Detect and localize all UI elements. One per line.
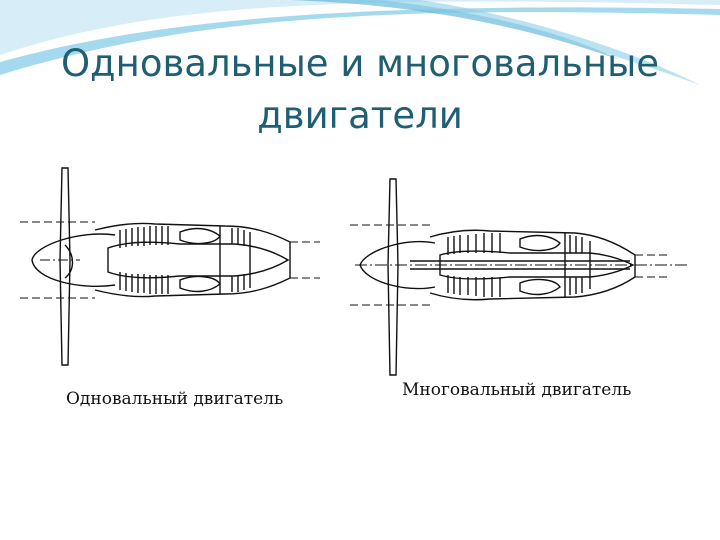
slide-title: Одновальные и многовальные двигатели [0,38,720,142]
slide-title-line2: двигатели [257,94,463,137]
multi-shaft-engine-diagram [350,178,690,376]
slide-title-line1: Одновальные и многовальные [60,42,660,85]
single-shaft-caption: Одновальный двигатель [66,389,284,409]
header-wave-decoration [0,0,720,85]
single-shaft-engine-diagram [20,167,320,366]
multi-shaft-caption: Многовальный двигатель [402,380,632,400]
